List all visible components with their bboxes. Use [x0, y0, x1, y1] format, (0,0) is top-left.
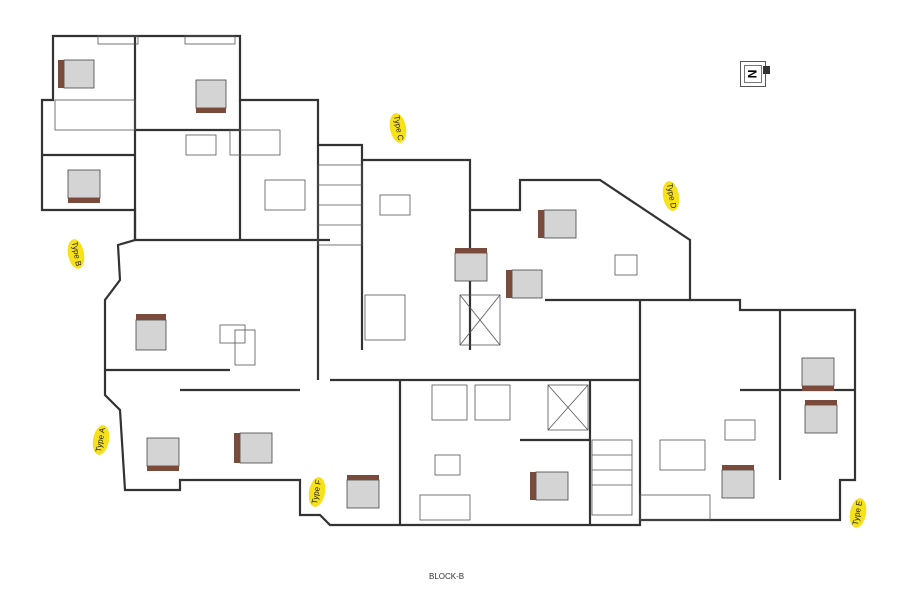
- bed: [804, 400, 838, 434]
- bed: [346, 475, 380, 509]
- north-label: N: [744, 65, 762, 83]
- north-marker-icon: [763, 66, 770, 74]
- bed: [195, 79, 227, 113]
- bed: [58, 59, 95, 89]
- interior-details: [54, 35, 756, 521]
- bed: [146, 437, 180, 471]
- bed: [135, 314, 167, 351]
- bed: [506, 269, 543, 299]
- bed: [530, 471, 569, 501]
- bed: [67, 169, 101, 203]
- bed: [454, 248, 488, 282]
- north-arrow: N: [740, 61, 770, 87]
- beds: [58, 59, 838, 509]
- bed: [234, 432, 273, 464]
- bed: [538, 209, 577, 239]
- bed: [801, 357, 835, 391]
- block-title: BLOCK-B: [429, 572, 465, 581]
- bed: [721, 465, 755, 499]
